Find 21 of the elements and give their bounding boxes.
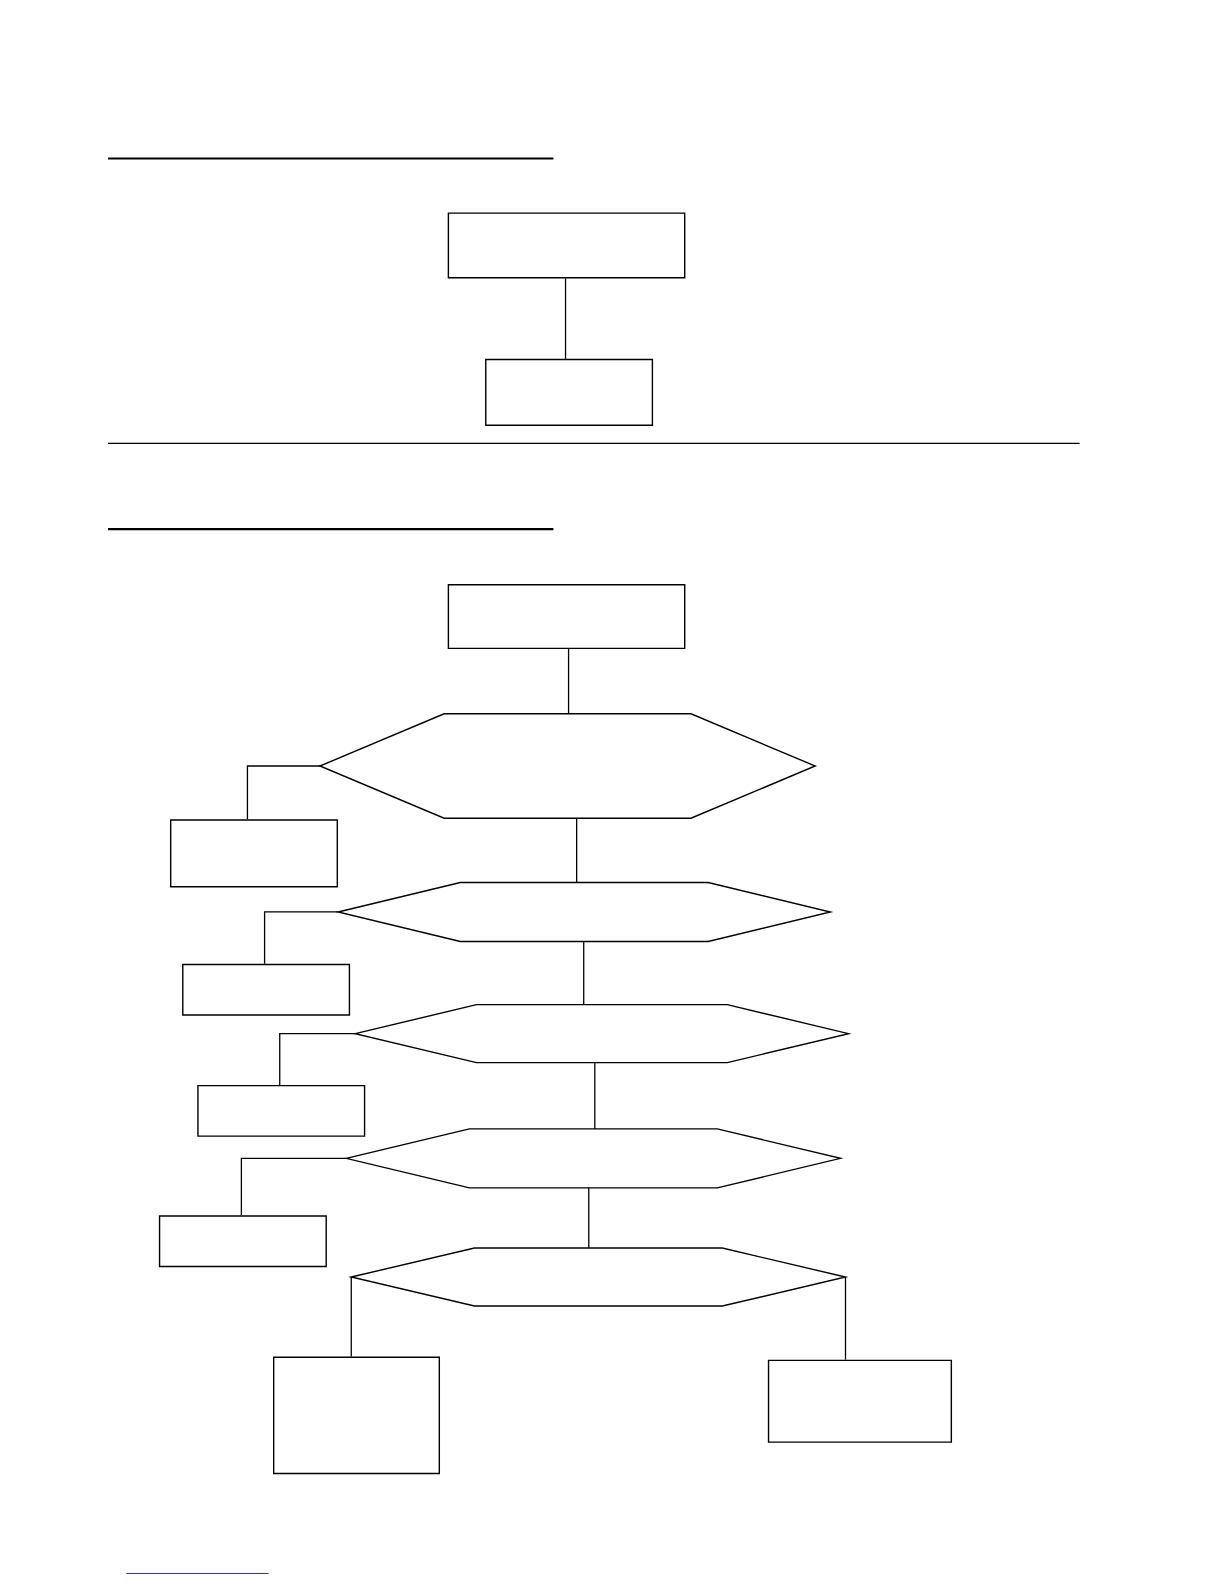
process-box (170, 819, 338, 888)
process-box (197, 1084, 366, 1137)
process-box (182, 963, 351, 1016)
connector-line (279, 1033, 356, 1086)
connector-line (594, 1061, 596, 1130)
process-box (485, 358, 654, 426)
process-box (447, 584, 686, 650)
process-box (767, 1359, 953, 1443)
connector-line (263, 911, 339, 965)
connector-line (246, 765, 321, 820)
connector-line (350, 1276, 352, 1358)
process-box (273, 1356, 440, 1475)
process-box (447, 212, 686, 279)
process-box (158, 1215, 327, 1268)
connector-line (564, 277, 567, 360)
connector-line (576, 817, 578, 884)
connector-line (583, 940, 585, 1006)
connector-line (240, 1157, 347, 1216)
connector-line (567, 648, 570, 715)
connector-line (588, 1187, 590, 1249)
connector-line (844, 1276, 847, 1361)
